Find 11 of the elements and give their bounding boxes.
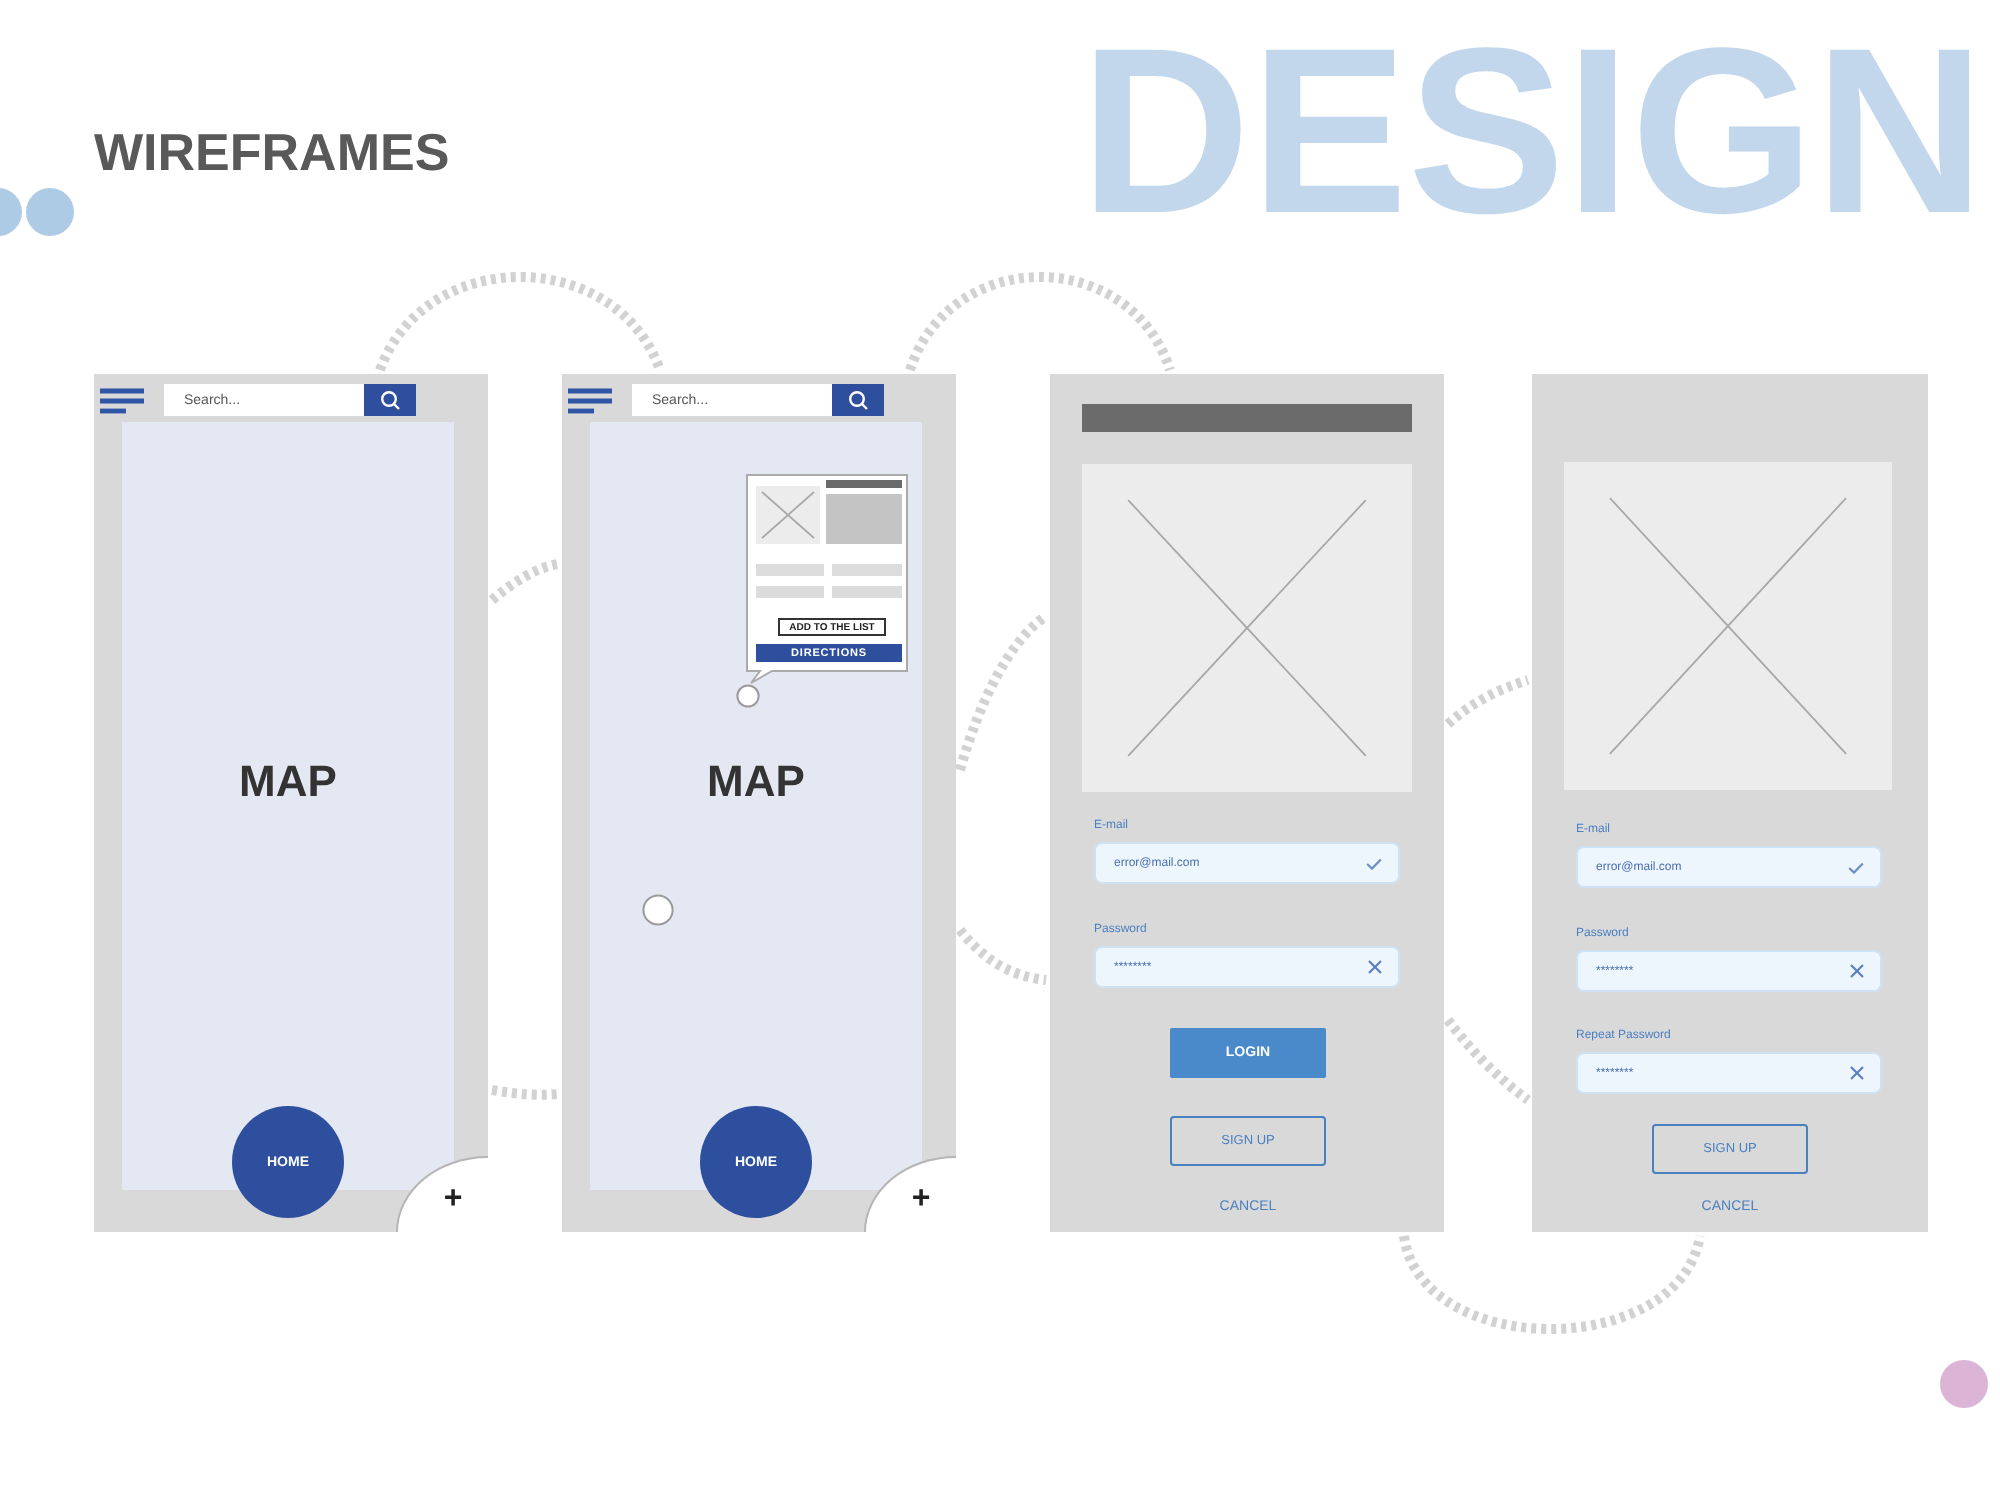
map-area [590, 422, 922, 1190]
map-area [122, 422, 454, 1190]
map-label: MAP [239, 756, 337, 808]
phone-screen [94, 374, 488, 1232]
phone-screen [562, 374, 956, 1232]
phone-screen [1532, 374, 1928, 1232]
background-heading: DESIGN [1080, 14, 1985, 250]
slide-title: WIREFRAMES [94, 122, 450, 182]
popup-card [746, 474, 908, 684]
phone-screen [1050, 374, 1444, 1232]
map-label: MAP [707, 756, 805, 808]
